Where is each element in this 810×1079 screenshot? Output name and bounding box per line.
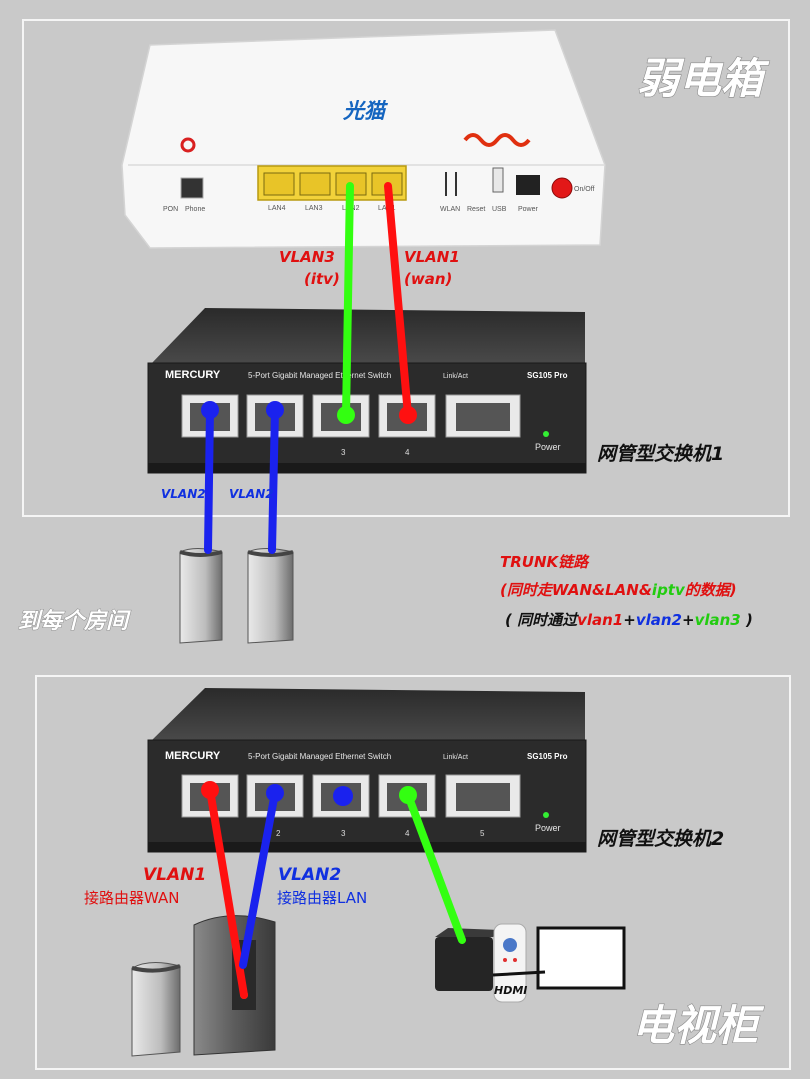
phone-port bbox=[180, 177, 204, 199]
switch1-label: 网管型交换机1 bbox=[597, 443, 724, 465]
modem-logo-icon bbox=[180, 137, 196, 153]
ap1-vlan-label: VLAN2 bbox=[161, 487, 206, 501]
router-lan-label: 接路由器LAN bbox=[277, 889, 367, 907]
modem-port-label: Power bbox=[518, 206, 539, 213]
trunk-vlan2: vlan2 bbox=[636, 611, 682, 629]
trunk-vlans-part: ( 同时通过 bbox=[505, 611, 579, 629]
tv-monitor-icon bbox=[492, 926, 626, 990]
vlan1-sub-label: (wan) bbox=[404, 270, 452, 288]
modem-label: 光猫 bbox=[342, 99, 389, 123]
switch1-desc: 5-Port Gigabit Managed Ethernet Switch bbox=[248, 371, 391, 380]
usb-port bbox=[492, 167, 504, 193]
switch2-port-num: 3 bbox=[341, 829, 346, 838]
modem-port-label: LAN3 bbox=[305, 205, 323, 212]
switch1-power-label: Power bbox=[535, 442, 561, 452]
cable-ap1-vlan2 bbox=[204, 406, 214, 554]
mesh-node bbox=[131, 962, 181, 1057]
trunk-vlan3: vlan3 bbox=[695, 611, 741, 629]
modem-port-label: Phone bbox=[185, 206, 205, 213]
optical-modem: 光猫 PON Phone LAN4 LAN3 LAN2 LAN1 WLAN Re… bbox=[121, 29, 606, 249]
modem-brand-icon bbox=[463, 133, 531, 147]
ap2-vlan-label: VLAN2 bbox=[229, 487, 274, 501]
trunk-desc-iptv: iptv bbox=[652, 581, 686, 599]
power-switch-icon bbox=[551, 177, 573, 199]
switch2-model: SG105 Pro bbox=[527, 752, 568, 761]
modem-port-label: PON bbox=[163, 206, 178, 213]
cable-router-wan bbox=[206, 786, 248, 999]
switch2-label: 网管型交换机2 bbox=[597, 828, 724, 850]
switch2-power-label: Power bbox=[535, 823, 561, 833]
switch1-power-led bbox=[543, 431, 549, 437]
switch-2: MERCURY 5-Port Gigabit Managed Ethernet … bbox=[147, 688, 587, 853]
switch-1: MERCURY 5-Port Gigabit Managed Ethernet … bbox=[147, 308, 587, 474]
rooms-label: 到每个房间 bbox=[18, 608, 131, 634]
trunk-vlans: ( 同时通过vlan1+vlan2+vlan3 ) bbox=[505, 611, 753, 629]
cable-iptv-box bbox=[404, 791, 466, 944]
tv-cabinet-zone bbox=[35, 675, 791, 1070]
zone-label-top: 弱电箱 bbox=[637, 54, 770, 103]
vlan3-sub-label: (itv) bbox=[304, 270, 340, 288]
trunk-desc-part: 的数据) bbox=[685, 581, 737, 599]
router-wan-label: 接路由器WAN bbox=[84, 889, 180, 907]
switch2-port-num: 2 bbox=[276, 829, 281, 838]
switch2-port3-plug bbox=[333, 786, 353, 806]
access-point-2 bbox=[247, 548, 294, 644]
switch1-brand: MERCURY bbox=[165, 369, 221, 381]
access-point-1 bbox=[179, 548, 223, 644]
iptv-set-top-box bbox=[435, 928, 500, 991]
vlan3-label: VLAN3 bbox=[279, 248, 335, 266]
modem-port-label: On/Off bbox=[574, 186, 595, 193]
modem-port-label: WLAN bbox=[440, 206, 460, 213]
switch1-port-num: 3 bbox=[341, 448, 346, 457]
cable-vlan1-wan bbox=[384, 182, 412, 419]
switch2-port-num: 4 bbox=[405, 829, 410, 838]
trunk-vlan1: vlan1 bbox=[577, 611, 623, 629]
cable-router-lan bbox=[239, 789, 279, 969]
hdmi-label: HDMI bbox=[494, 984, 527, 997]
trunk-desc-part: (同时走WAN&LAN& bbox=[500, 581, 652, 599]
switch1-port-num: 4 bbox=[405, 448, 410, 457]
switch2-linkact: Link/Act bbox=[443, 754, 468, 761]
trunk-vlans-part: + bbox=[682, 611, 695, 629]
remote-control-icon bbox=[493, 923, 527, 1003]
power-jack bbox=[516, 175, 540, 195]
trunk-title: TRUNK链路 bbox=[500, 553, 590, 571]
modem-port-label: USB bbox=[492, 206, 507, 213]
router-vlan2-label: VLAN2 bbox=[278, 865, 341, 885]
modem-lan4-port bbox=[263, 172, 295, 196]
trunk-vlans-part: + bbox=[623, 611, 636, 629]
modem-lan3-port bbox=[299, 172, 331, 196]
switch1-linkact: Link/Act bbox=[443, 373, 468, 380]
trunk-description: (同时走WAN&LAN&iptv的数据) bbox=[500, 581, 737, 599]
trunk-vlans-part: ) bbox=[741, 611, 753, 629]
weak-box-zone bbox=[22, 19, 790, 517]
switch2-port-num: 5 bbox=[480, 829, 485, 838]
cable-ap2-vlan2 bbox=[268, 406, 279, 554]
wlan-button-icon bbox=[445, 172, 457, 196]
vlan1-label: VLAN1 bbox=[404, 248, 460, 266]
router-vlan1-label: VLAN1 bbox=[143, 865, 206, 885]
switch2-brand: MERCURY bbox=[165, 750, 221, 762]
modem-port-label: Reset bbox=[467, 206, 485, 213]
switch1-model: SG105 Pro bbox=[527, 371, 568, 380]
zone-label-bottom: 电视柜 bbox=[632, 1001, 765, 1050]
switch2-desc: 5-Port Gigabit Managed Ethernet Switch bbox=[248, 752, 391, 761]
cable-vlan3-iptv bbox=[342, 182, 354, 419]
switch2-power-led bbox=[543, 812, 549, 818]
modem-port-label: LAN4 bbox=[268, 205, 286, 212]
